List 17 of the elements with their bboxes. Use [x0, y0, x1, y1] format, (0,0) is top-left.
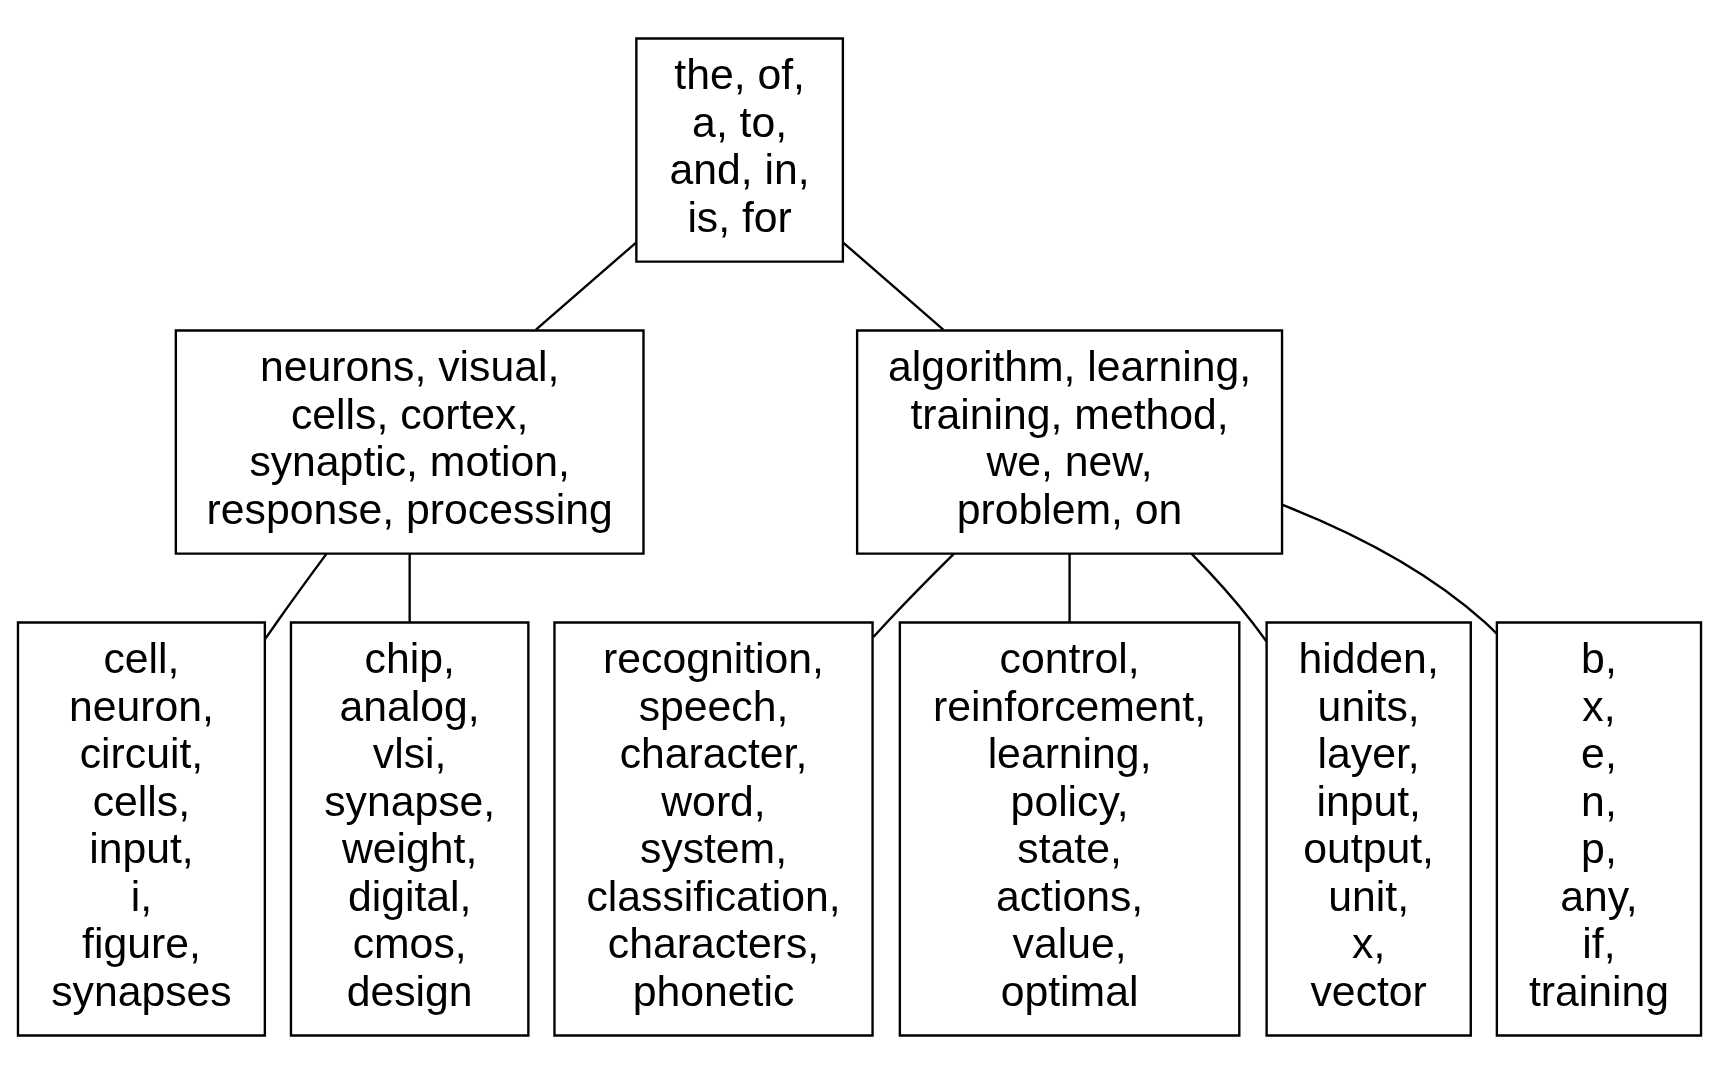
node-box: hidden, units, layer, input, output, unit, x, vector — [1265, 621, 1472, 1037]
node-box: neurons, visual, cells, cortex, synaptic, motion, response, processing — [174, 329, 645, 555]
connector — [1282, 503, 1498, 635]
connector — [1068, 553, 1071, 622]
connector — [408, 553, 411, 622]
node-box: b, x, e, n, p, any, if, training — [1495, 621, 1703, 1037]
connector — [535, 241, 637, 331]
node-box: control, reinforcement, learning, policy, state, actions, value, optimal — [898, 621, 1241, 1037]
node-box: cell, neuron, circuit, cells, input, i, figure, synapses — [16, 621, 267, 1037]
connector — [1190, 553, 1268, 643]
node-box: recognition, speech, character, word, system, classification, characters, phonetic — [553, 621, 874, 1037]
node-box: the, of, a, to, and, in, is, for — [635, 37, 845, 263]
node-box: algorithm, learning, training, method, we, new, problem, on — [855, 329, 1284, 555]
connector — [842, 241, 945, 331]
connector — [263, 553, 328, 641]
connector — [872, 553, 955, 638]
node-box: chip, analog, vlsi, synapse, weight, digital, cmos, design — [289, 621, 530, 1037]
